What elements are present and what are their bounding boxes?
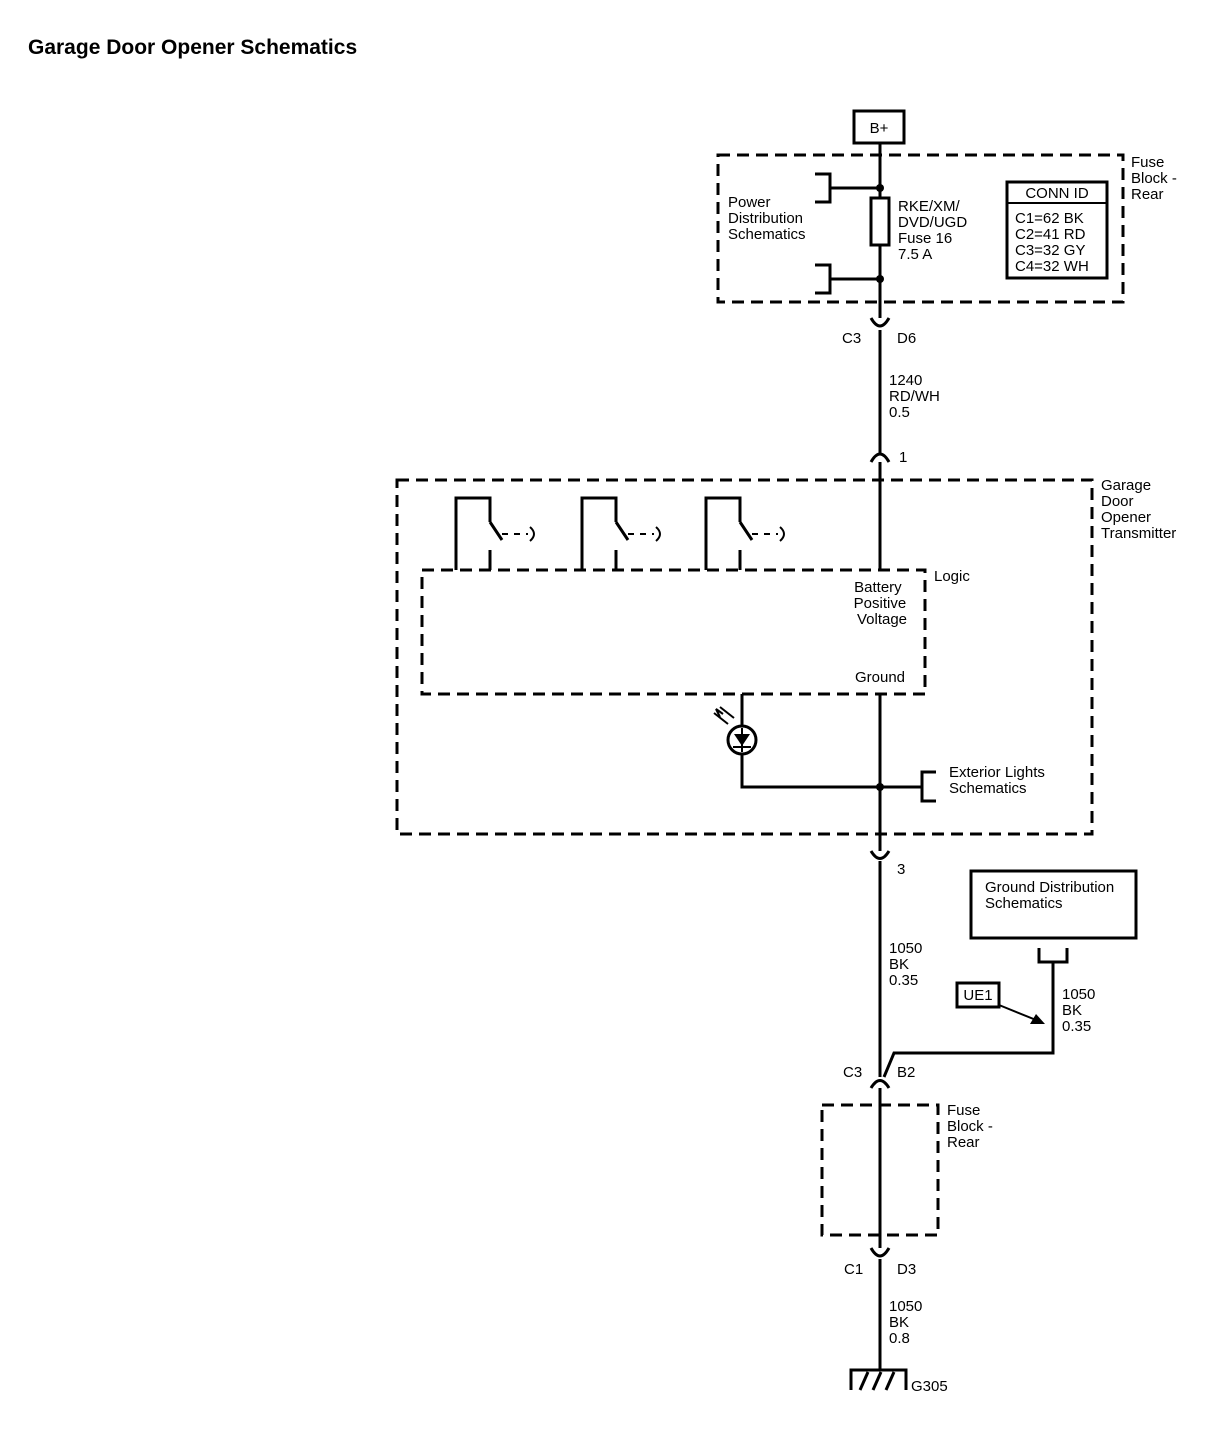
ground-dist-box bbox=[969, 869, 1138, 940]
conn-top-left: C3 bbox=[842, 330, 861, 347]
battery-positive-voltage-label: Battery Positive Voltage bbox=[854, 579, 911, 628]
wire-1050-main-label: 1050 BK 0.35 bbox=[889, 940, 927, 989]
led-wire-to-ground bbox=[740, 754, 880, 789]
switch-2 bbox=[580, 496, 661, 570]
conn-id-box bbox=[1005, 180, 1109, 280]
conn-mid-left: C3 bbox=[843, 1064, 862, 1081]
wire-1240-label: 1240 RD/WH 0.5 bbox=[889, 372, 944, 421]
wire-1050-branch bbox=[882, 962, 1055, 1078]
ground-point-label: G305 bbox=[911, 1378, 948, 1395]
ue1-arrowhead bbox=[1030, 1014, 1045, 1024]
power-dist-bracket-bottom bbox=[815, 263, 832, 295]
power-dist-label: Power Distribution Schematics bbox=[728, 194, 807, 243]
fuse-block-top-label: Fuse Block - Rear bbox=[1131, 154, 1181, 203]
fuse-label: RKE/XM/ DVD/UGD Fuse 16 7.5 A bbox=[898, 198, 971, 263]
transmitter-module-label: Garage Door Opener Transmitter bbox=[1101, 477, 1176, 542]
logic-box bbox=[420, 568, 927, 696]
wire-1050-ground-label: 1050 BK 0.8 bbox=[889, 1298, 927, 1347]
page-title: Garage Door Opener Schematics bbox=[28, 36, 357, 59]
conn-bottom-right: D3 bbox=[897, 1261, 916, 1278]
connector-pin-3 bbox=[869, 850, 891, 860]
ue1-box bbox=[955, 981, 1001, 1009]
ground-dist-bracket bbox=[1037, 948, 1069, 964]
conn-mid-right: B2 bbox=[897, 1064, 915, 1081]
fuse-block-bottom-label: Fuse Block - Rear bbox=[947, 1102, 997, 1151]
logic-label: Logic bbox=[934, 568, 970, 585]
splice-dot bbox=[876, 184, 884, 192]
ue1-label: UE1 bbox=[963, 987, 992, 1004]
conn-bottom-left: C1 bbox=[844, 1261, 863, 1278]
ground-dist-label: Ground Distribution Schematics bbox=[985, 879, 1118, 912]
connector-c1-d3 bbox=[869, 1247, 891, 1258]
conn-id-header: CONN ID bbox=[1025, 185, 1089, 202]
light-emission-icon bbox=[713, 706, 735, 725]
ue1-arrow-line bbox=[998, 1004, 1037, 1021]
conn-id-rows: C1=62 BK C2=41 RD C3=32 GY C4=32 WH bbox=[1015, 210, 1090, 275]
ext-lights-label: Exterior Lights Schematics bbox=[949, 764, 1049, 797]
switch-3 bbox=[704, 496, 785, 570]
fuse-block-top-boundary bbox=[716, 153, 1125, 304]
transmitter-module-boundary bbox=[395, 478, 1094, 836]
chassis-ground-icon bbox=[849, 1368, 908, 1391]
wire-1050-branch-label: 1050 BK 0.35 bbox=[1062, 986, 1100, 1035]
switch-1 bbox=[454, 496, 535, 570]
pin-3-label: 3 bbox=[897, 861, 905, 878]
fuse-block-bottom-boundary bbox=[820, 1103, 940, 1237]
conn-top-right: D6 bbox=[897, 330, 916, 347]
ext-lights-bracket bbox=[920, 770, 936, 803]
battery-label: B+ bbox=[870, 120, 889, 137]
connector-c3-d6 bbox=[869, 317, 891, 328]
ground-label: Ground bbox=[855, 669, 905, 686]
connector-pin-1 bbox=[869, 452, 891, 463]
pin-1-label: 1 bbox=[899, 449, 907, 466]
fuse-symbol bbox=[869, 196, 891, 247]
connector-c3-b2 bbox=[869, 1079, 891, 1089]
power-dist-bracket-top bbox=[815, 172, 832, 204]
splice-dot bbox=[876, 275, 884, 283]
